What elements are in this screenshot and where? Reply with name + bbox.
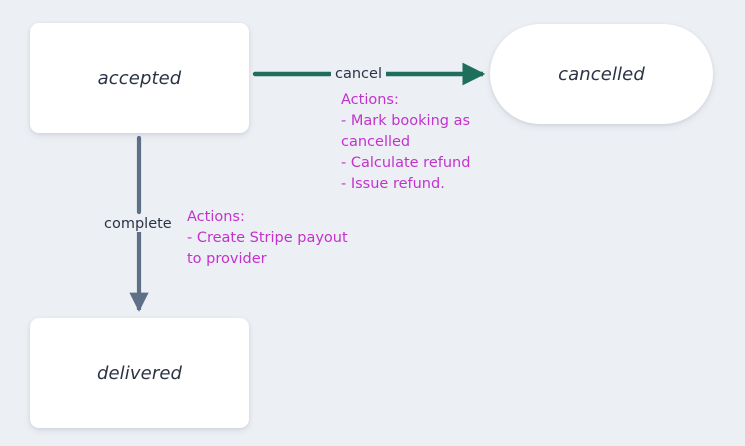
action-item: - Issue refund.	[341, 176, 445, 192]
action-item: - Create Stripe payout	[187, 230, 348, 246]
transition-label-complete: complete	[100, 216, 176, 232]
actions-heading: Actions:	[341, 92, 399, 108]
actions-annotation-cancel: Actions: - Mark booking as cancelled - C…	[341, 90, 470, 195]
state-node-label: accepted	[97, 67, 182, 89]
actions-heading: Actions:	[187, 209, 245, 225]
transition-label-cancel: cancel	[331, 66, 386, 82]
state-node-label: cancelled	[558, 63, 645, 85]
action-item: cancelled	[341, 134, 411, 150]
action-item: to provider	[187, 251, 267, 267]
action-item: - Mark booking as	[341, 113, 471, 129]
state-node-label: delivered	[96, 362, 183, 384]
state-node-cancelled[interactable]: cancelled	[490, 24, 713, 124]
state-node-accepted[interactable]: accepted	[30, 23, 249, 133]
state-node-delivered[interactable]: delivered	[30, 318, 249, 428]
action-item: - Calculate refund	[341, 155, 471, 171]
actions-annotation-complete: Actions: - Create Stripe payout to provi…	[187, 207, 348, 270]
